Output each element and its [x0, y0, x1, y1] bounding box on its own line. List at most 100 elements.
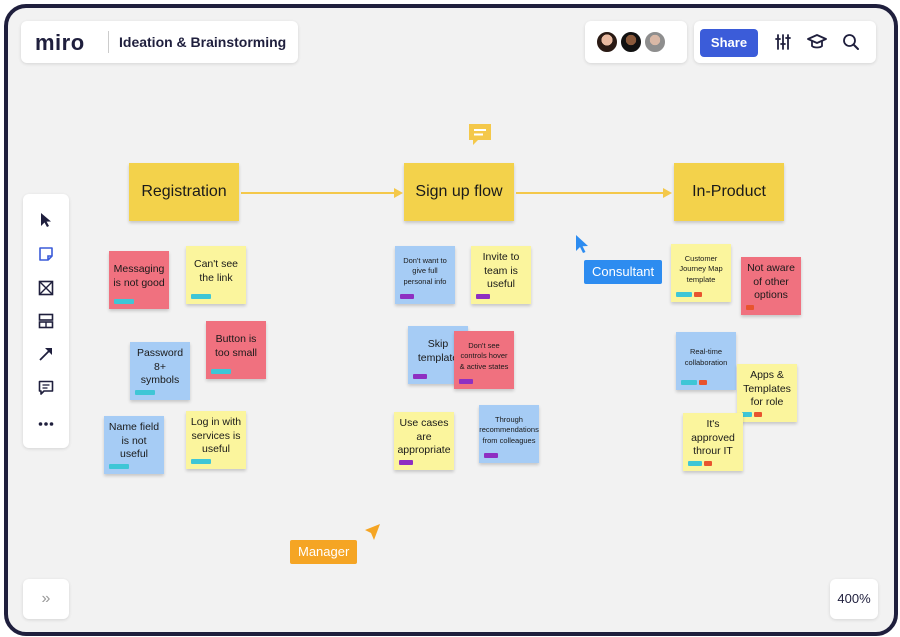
note-text: Through recommendations from colleagues	[479, 415, 539, 445]
chevrons-right-icon: »	[41, 590, 51, 607]
note-text: Use cases are appropriate	[397, 417, 451, 457]
zoom-level[interactable]: 400%	[830, 579, 878, 619]
note-tag	[676, 292, 692, 297]
sticky-note[interactable]: Log in with services is useful	[186, 411, 246, 469]
expand-panel-button[interactable]: »	[23, 579, 69, 619]
note-text: Not aware of other options	[747, 262, 795, 302]
learning-center-icon[interactable]	[807, 33, 827, 56]
sticky-note[interactable]: Password 8+ symbols	[130, 342, 190, 400]
sticky-note[interactable]: Customer Journey Map template	[671, 244, 731, 302]
comment-icon	[38, 380, 54, 401]
settings-sliders-icon[interactable]	[774, 33, 792, 56]
note-tag	[742, 412, 752, 417]
note-tag	[191, 459, 211, 464]
left-toolbar	[23, 194, 69, 448]
cursor-label-manager: Manager	[290, 540, 358, 564]
templates-icon	[38, 313, 54, 334]
sticky-note[interactable]: Name field is not useful	[104, 416, 164, 474]
avatar[interactable]	[643, 30, 667, 54]
note-text: Don't see controls hover & active states	[459, 341, 509, 371]
sticky-note[interactable]: Use cases are appropriate	[394, 412, 454, 470]
column-header-in-product[interactable]: In-Product	[674, 163, 784, 221]
note-tag	[746, 305, 754, 310]
arrow-icon	[38, 346, 54, 367]
sticky-note[interactable]: Through recommendations from colleagues	[479, 405, 539, 463]
note-tag	[688, 461, 702, 466]
note-text: Can't see the link	[193, 257, 239, 284]
column-title: Sign up flow	[415, 183, 503, 200]
connector-line[interactable]	[241, 192, 395, 194]
header-divider	[108, 31, 109, 53]
sticky-note[interactable]: Don't see controls hover & active states	[454, 331, 514, 389]
sticky-note-tool[interactable]	[23, 243, 69, 269]
note-tag	[476, 294, 490, 299]
note-tag	[413, 374, 427, 379]
note-tag	[694, 292, 702, 297]
note-tag	[754, 412, 762, 417]
sticky-note-icon	[38, 246, 54, 267]
note-tag	[699, 380, 707, 385]
note-text: Log in with services is useful	[190, 416, 242, 456]
note-tag	[211, 369, 231, 374]
avatar[interactable]	[595, 30, 619, 54]
note-tag	[135, 390, 155, 395]
collaborators-panel	[585, 21, 687, 63]
sticky-note[interactable]: Can't see the link	[186, 246, 246, 304]
connector-line[interactable]	[516, 192, 664, 194]
note-text: Customer Journey Map template	[679, 254, 723, 284]
column-title: Registration	[141, 183, 227, 200]
column-title: In-Product	[692, 183, 766, 200]
sticky-note[interactable]: Not aware of other options	[741, 257, 801, 315]
comment-marker-icon[interactable]	[466, 121, 494, 154]
cursor-label-consultant: Consultant	[584, 260, 663, 284]
column-header-registration[interactable]: Registration	[129, 163, 239, 221]
sticky-note[interactable]: Button is too small	[206, 321, 266, 379]
top-actions-panel: Share	[694, 21, 876, 63]
cursor-pointer-icon	[362, 523, 382, 548]
board-title[interactable]: Ideation & Brainstorming	[119, 34, 287, 50]
frame-icon	[38, 280, 54, 301]
connection-line-tool[interactable]	[23, 343, 69, 369]
note-text: Real-time collaboration	[684, 347, 728, 367]
connector-arrowhead	[663, 188, 672, 198]
note-tag	[114, 299, 134, 304]
board-header: miro Ideation & Brainstorming	[21, 21, 298, 63]
sticky-note[interactable]: Real-time collaboration	[676, 332, 736, 390]
sticky-note[interactable]: It's approved throur IT	[683, 413, 743, 471]
miro-board-window: miro Ideation & Brainstorming Share	[4, 4, 898, 636]
connector-arrowhead	[394, 188, 403, 198]
note-tag	[109, 464, 129, 469]
note-tag	[459, 379, 473, 384]
search-icon[interactable]	[842, 33, 860, 56]
note-tag	[484, 453, 498, 458]
share-button[interactable]: Share	[700, 29, 758, 57]
miro-logo[interactable]: miro	[35, 30, 85, 55]
note-text: Button is too small	[214, 332, 257, 359]
avatar[interactable]	[619, 30, 643, 54]
more-icon	[38, 414, 54, 432]
note-text: Messaging is not good	[113, 262, 165, 289]
cursor-pointer-icon	[574, 234, 590, 259]
note-text: Don't want to give full personal info	[403, 256, 447, 286]
sticky-note[interactable]: Invite to team is useful	[471, 246, 531, 304]
sticky-note[interactable]: Messaging is not good	[109, 251, 169, 309]
note-tag	[191, 294, 211, 299]
note-text: Name field is not useful	[108, 421, 160, 461]
note-text: Password 8+ symbols	[136, 347, 184, 387]
frame-tool[interactable]	[23, 277, 69, 303]
note-tag	[400, 294, 414, 299]
cursor-arrow-icon	[39, 212, 53, 233]
more-tools-button[interactable]	[23, 410, 69, 436]
comment-tool[interactable]	[23, 377, 69, 403]
column-header-sign-up-flow[interactable]: Sign up flow	[404, 163, 514, 221]
note-tag	[704, 461, 712, 466]
note-text: Invite to team is useful	[482, 251, 520, 291]
templates-tool[interactable]	[23, 310, 69, 336]
note-text: Skip template	[417, 337, 459, 364]
zoom-value: 400%	[837, 591, 871, 606]
note-tag	[399, 460, 413, 465]
note-text: Apps & Templates for role	[743, 369, 791, 409]
sticky-note[interactable]: Don't want to give full personal info	[395, 246, 455, 304]
select-tool[interactable]	[23, 209, 69, 235]
sticky-note[interactable]: Apps & Templates for role	[737, 364, 797, 422]
